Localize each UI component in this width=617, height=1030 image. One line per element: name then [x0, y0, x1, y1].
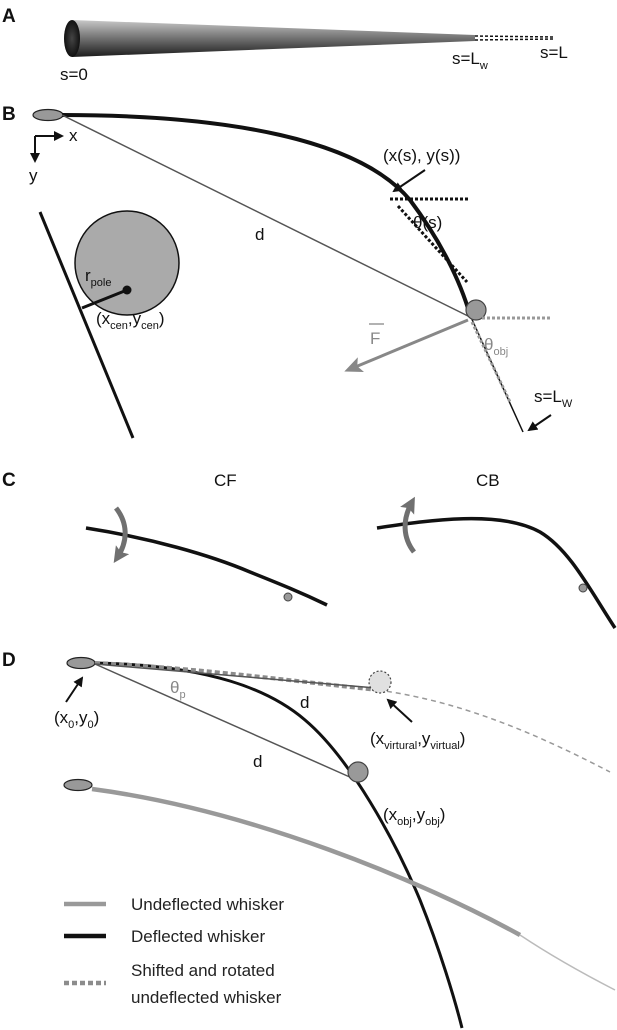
theta-p-label: θp: [170, 678, 186, 701]
panel-b: B x y d rpole (xcen,ycen) (x(s), y(s)) θ…: [2, 104, 573, 439]
s-lw-label: s=Lw: [452, 49, 488, 72]
whisker-cone: [72, 20, 475, 57]
force-vector: [344, 318, 469, 372]
pole-center-dot: [122, 285, 132, 295]
legend-label-shifted-1: Shifted and rotated: [131, 961, 275, 980]
distance-line: [61, 114, 471, 318]
pole-radius-line: [81, 288, 128, 310]
panel-d-label: D: [2, 650, 16, 671]
follicle-d-upper: [66, 656, 96, 670]
virtual-label: (xvirtural,yvirtual): [370, 729, 465, 752]
panel-c-label: C: [2, 470, 16, 491]
s-l-label: s=L: [540, 43, 568, 62]
follicle-base: [32, 108, 64, 122]
tangent-dotted: [396, 204, 469, 284]
pole-wall-line: [38, 211, 135, 439]
panel-a: A s=0 s=Lw s=L: [2, 6, 568, 84]
legend-label-deflected: Deflected whisker: [131, 927, 266, 946]
pole-radius-label: rpole: [85, 266, 111, 289]
cb-rotation-arrow: [400, 496, 417, 554]
cb-object: [578, 583, 588, 593]
legend-label-undeflected: Undeflected whisker: [131, 895, 284, 914]
distance-label: d: [255, 225, 264, 244]
point-arrow: [392, 169, 426, 193]
virtual-arrow: [386, 698, 413, 723]
cf-label: CF: [214, 471, 237, 490]
shifted-whisker-dashed: [94, 661, 379, 692]
undeflected-whisker-tip: [519, 934, 616, 991]
pole-center-label: (xcen,ycen): [96, 309, 165, 332]
shifted-whisker-thin: [377, 689, 611, 773]
deflected-whisker: [61, 113, 472, 316]
distance-line-object: [94, 663, 353, 779]
panel-d: D d d θp (xvirtural,yvirtual) (xobj,yobj…: [2, 650, 616, 1029]
cb-label: CB: [476, 471, 500, 490]
force-label: F: [370, 329, 380, 348]
object-circle-d: [347, 761, 369, 783]
distance-label-upper: d: [300, 693, 309, 712]
panel-b-label: B: [2, 104, 16, 125]
cf-rotation-arrow: [113, 506, 130, 563]
virtual-object: [368, 670, 392, 694]
legend: Undeflected whisker Deflected whisker Sh…: [64, 895, 284, 1007]
distance-line-virtual: [94, 663, 377, 689]
cf-whisker: [85, 526, 328, 607]
pole-circle: [74, 210, 180, 316]
s-lw-label-b: s=LW: [534, 387, 573, 410]
panel-c: C CF CB: [2, 470, 617, 629]
tip-arrow: [527, 414, 552, 432]
whisker-base-ellipse: [64, 20, 80, 57]
object-circle: [465, 299, 487, 321]
legend-label-shifted-2: undeflected whisker: [131, 988, 282, 1007]
panel-a-label: A: [2, 6, 16, 27]
base-label: (x0,y0): [54, 708, 99, 731]
object-label: (xobj,yobj): [383, 805, 445, 828]
y-axis-label: y: [29, 166, 38, 185]
follicle-d-lower: [63, 778, 93, 792]
whisker-tip-dotted-lower: [474, 38, 554, 41]
theta-s-label: θ(s): [413, 213, 442, 232]
whisker-tip-dotted-upper: [474, 35, 554, 38]
undeflected-whisker: [91, 786, 522, 937]
theta-obj-label: θobj: [484, 335, 508, 358]
s-zero-label: s=0: [60, 65, 88, 84]
x-axis-label: x: [69, 126, 78, 145]
point-coordinate-label: (x(s), y(s)): [383, 146, 460, 165]
cb-whisker: [376, 516, 617, 629]
distance-label-lower: d: [253, 752, 262, 771]
base-arrow: [65, 676, 84, 703]
cf-object: [283, 592, 293, 602]
